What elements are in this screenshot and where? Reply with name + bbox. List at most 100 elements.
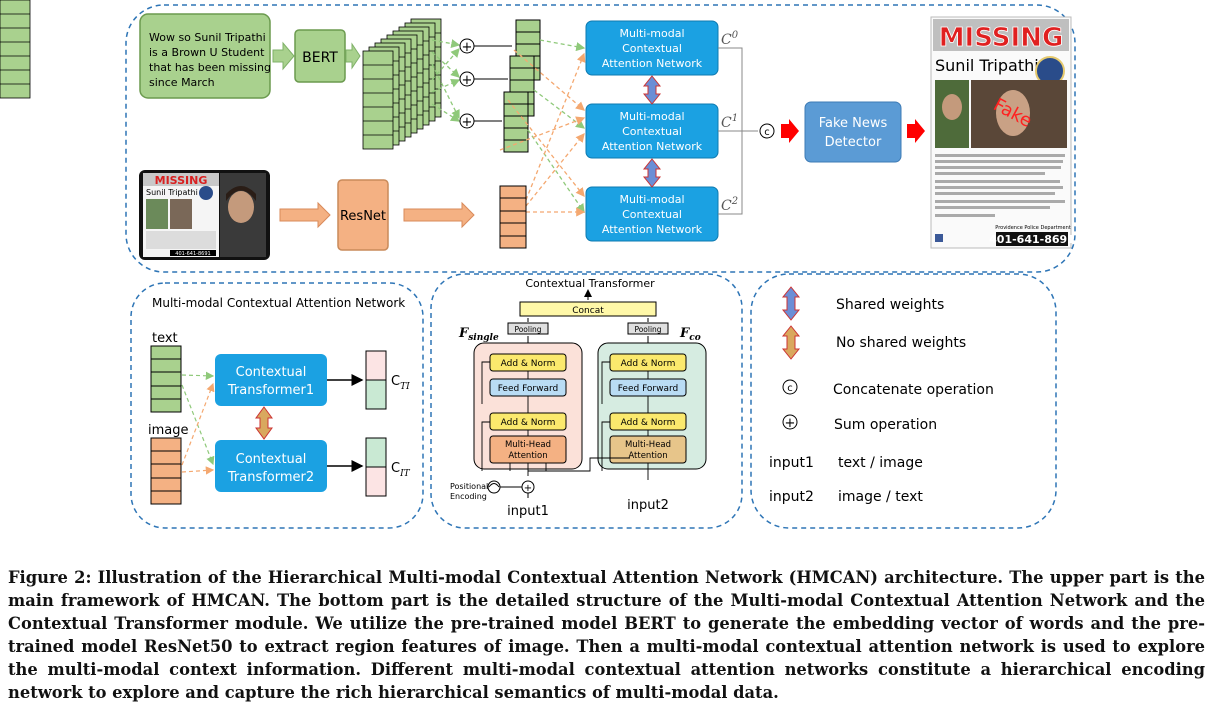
- image-to-resnet-arrow: [279, 201, 331, 229]
- svg-text:+: +: [785, 416, 796, 431]
- hmcan-diagram: Wow so Sunil Tripathi is a Brown U Stude…: [0, 0, 1076, 529]
- legend-concat-icon: c: [782, 379, 798, 395]
- svg-text:Feed Forward: Feed Forward: [498, 384, 559, 394]
- fake-news-detector-box: [804, 101, 902, 163]
- text-vector: [150, 345, 182, 413]
- cti-label: CTI: [391, 374, 410, 392]
- image-region-vector: [499, 185, 527, 249]
- input2-label: input2: [627, 498, 669, 513]
- legend-sum-text: Sum operation: [834, 417, 937, 433]
- legend-input2-value: image / text: [838, 489, 923, 505]
- legend-not-shared-icon: [781, 325, 801, 360]
- figure-caption: Figure 2: Illustration of the Hierarchic…: [8, 568, 1205, 702]
- svg-text:401-641-8691: 401-641-8691: [989, 233, 1075, 246]
- svg-text:+: +: [524, 483, 532, 494]
- sum-op-1: +: [459, 38, 475, 55]
- cti-vector: [365, 350, 387, 410]
- mcan-panel-border: [130, 282, 424, 529]
- svg-text:Concat: Concat: [572, 306, 604, 316]
- svg-text:+: +: [462, 40, 473, 55]
- bert-embedding-stack: [0, 0, 442, 150]
- legend-shared-text: Shared weights: [836, 297, 944, 313]
- c1-label: C1: [721, 113, 738, 131]
- cit-vector: [365, 437, 387, 497]
- concat-to-detector-arrow: [781, 119, 799, 143]
- input1-label: input1: [507, 504, 549, 519]
- shared-weight-arrow-bottom: [642, 158, 662, 188]
- svg-text:+: +: [462, 115, 473, 130]
- f-co-label: Fco: [679, 326, 701, 343]
- svg-text:MISSING: MISSING: [939, 23, 1064, 53]
- legend-concat-text: Concatenate operation: [833, 382, 994, 398]
- text-to-bert-arrow: [272, 41, 295, 71]
- concat-box: [519, 301, 657, 317]
- svg-text:Sunil Tripathi: Sunil Tripathi: [935, 56, 1039, 75]
- no-shared-weight-arrow-mcan: [255, 406, 273, 440]
- bert-label: BERT: [302, 50, 338, 66]
- sum-op-3: +: [459, 113, 475, 130]
- detector-to-output-arrow: [907, 119, 925, 143]
- top-panel-border: [125, 4, 1076, 273]
- f-single-label: Fsingle: [458, 326, 499, 343]
- image-label: image: [148, 423, 189, 438]
- ct-panel-title: Contextual Transformer: [525, 277, 655, 290]
- image-vector: [150, 437, 182, 505]
- svg-text:Add & Norm: Add & Norm: [501, 418, 556, 428]
- legend-panel-border: [750, 273, 1057, 529]
- svg-text:401-641-8691: 401-641-8691: [175, 251, 210, 257]
- svg-text:Add & Norm: Add & Norm: [621, 359, 676, 369]
- legend-shared-icon: [781, 286, 801, 321]
- legend-input1-key: input1: [769, 455, 814, 471]
- svg-text:c: c: [764, 127, 770, 138]
- output-poster: MISSING Sunil Tripathi Fake Providence P…: [930, 16, 1075, 249]
- concat-op: c: [759, 123, 775, 139]
- svg-text:Providence Police Department: Providence Police Department: [995, 225, 1070, 231]
- bert-out-arrow: [345, 42, 361, 70]
- resnet-out-arrow: [403, 201, 475, 229]
- positional-encoding-op: +: [487, 480, 535, 494]
- legend-input1-value: text / image: [838, 455, 923, 471]
- cit-label: CIT: [391, 461, 411, 479]
- mcan-panel-title: Multi-modal Contextual Attention Network: [152, 296, 405, 310]
- c-merge-lines: [718, 47, 758, 215]
- ct-panel-border: [430, 273, 743, 529]
- svg-text:+: +: [462, 73, 473, 88]
- shared-weight-arrow-top: [642, 75, 662, 105]
- svg-text:Feed Forward: Feed Forward: [618, 384, 679, 394]
- resnet-label: ResNet: [340, 209, 386, 224]
- svg-text:Add & Norm: Add & Norm: [501, 359, 556, 369]
- bert-box: [294, 29, 346, 83]
- pooling-right: [627, 322, 669, 335]
- svg-text:Sunil Tripathi: Sunil Tripathi: [146, 188, 198, 197]
- pooling-left: [507, 322, 549, 335]
- legend-not-shared-text: No shared weights: [836, 335, 966, 351]
- svg-text:Add & Norm: Add & Norm: [621, 418, 676, 428]
- c2-label: C2: [721, 196, 738, 214]
- input-text-box: [139, 13, 271, 99]
- input-text: Wow so Sunil Tripathi is a Brown U Stude…: [149, 31, 275, 89]
- svg-text:MISSING: MISSING: [155, 174, 208, 187]
- c0-label: C0: [721, 30, 739, 48]
- bert-to-sum-lines: [431, 39, 461, 122]
- sum-op-2: +: [459, 71, 475, 88]
- input-image-thumbnail: MISSING Sunil Tripathi 401-641-8691: [139, 170, 270, 260]
- legend-input2-key: input2: [769, 489, 814, 505]
- text-label: text: [152, 331, 178, 346]
- svg-text:Pooling: Pooling: [634, 325, 661, 334]
- image-to-mcan-lines: [499, 49, 586, 217]
- svg-text:Pooling: Pooling: [514, 325, 541, 334]
- svg-text:c: c: [787, 383, 793, 394]
